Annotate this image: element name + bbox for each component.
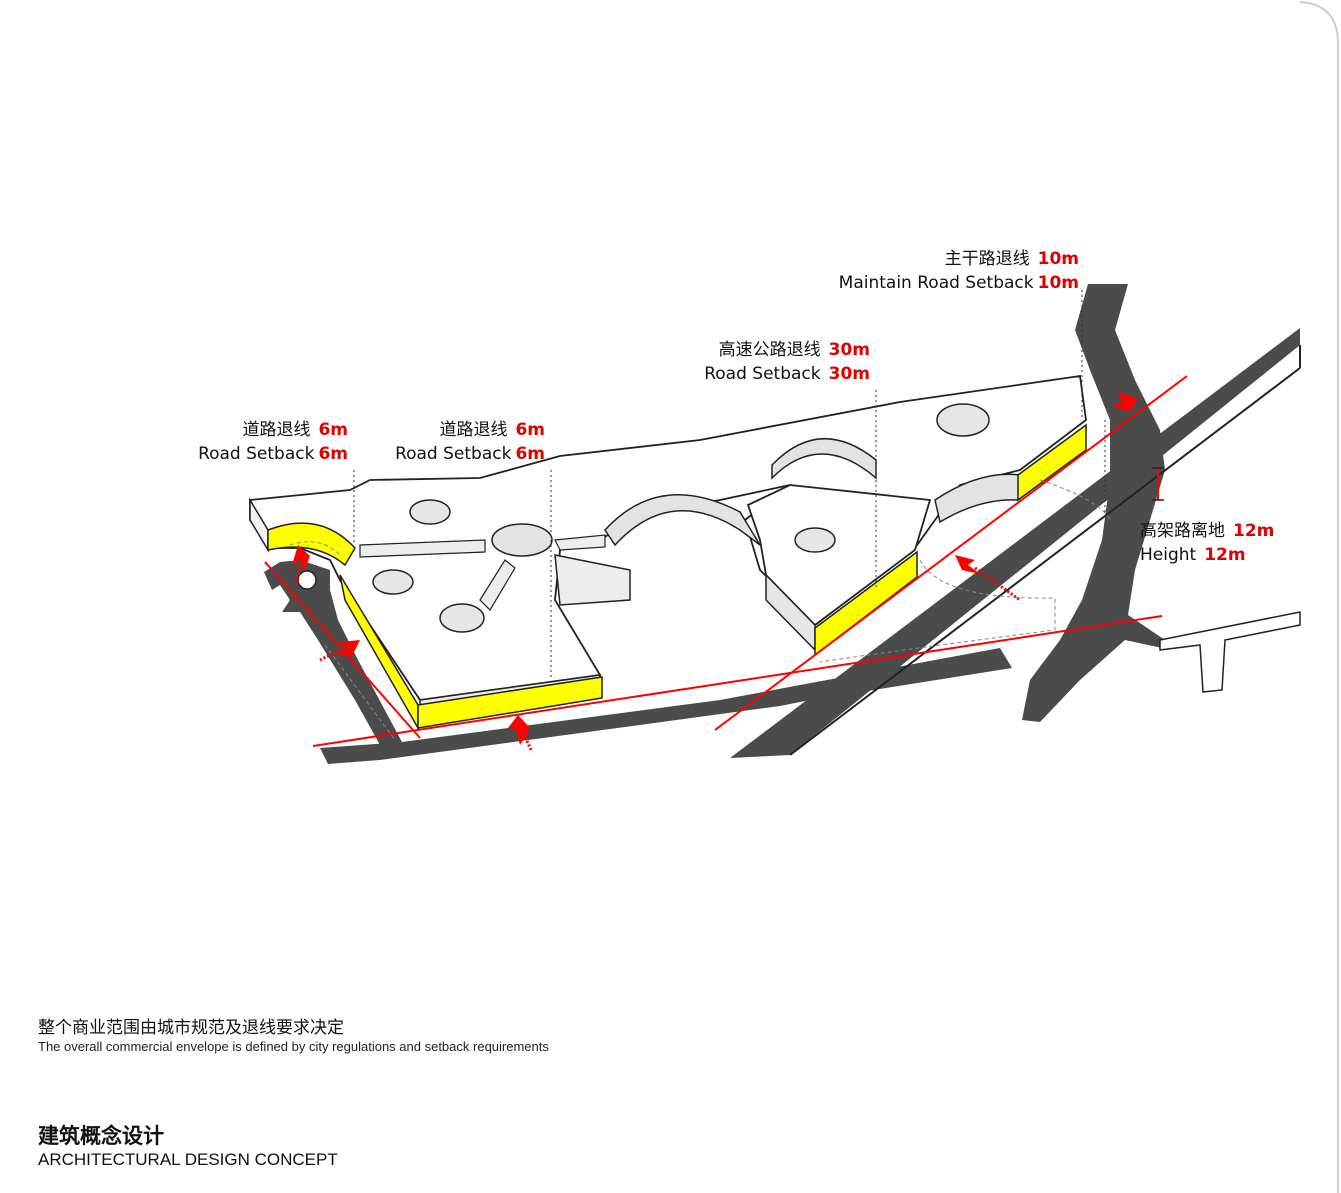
label-value: 12m	[1204, 545, 1246, 565]
main-road-right	[1022, 284, 1165, 722]
label-en: Height	[1140, 545, 1197, 565]
skylight	[794, 527, 836, 553]
label-en: Road Setback	[395, 444, 512, 464]
skylight	[439, 603, 485, 633]
label-cn: 高速公路退线	[718, 340, 821, 360]
elevated-highway	[730, 328, 1300, 758]
elevated-height-label: 高架路离地 12m Height 12m	[1140, 519, 1274, 567]
label-en: Maintain Road Setback	[838, 273, 1034, 293]
page-border	[1299, 1, 1339, 1193]
label-value: 30m	[828, 364, 870, 384]
label-value: 10m	[1037, 249, 1079, 269]
setback-arrow	[292, 392, 1138, 745]
setback-line	[714, 375, 1188, 731]
label-en: Road Setback	[704, 364, 821, 384]
east-road	[1159, 611, 1301, 693]
label-cn: 道路退线	[242, 420, 311, 440]
label-value: 10m	[1037, 273, 1079, 293]
label-value: 6m	[515, 444, 545, 464]
label-value: 6m	[318, 444, 348, 464]
label-value: 6m	[515, 420, 545, 440]
page-title-chinese: 建筑概念设计	[38, 1124, 164, 1148]
label-value: 6m	[318, 420, 348, 440]
label-value: 30m	[828, 340, 870, 360]
label-cn: 高架路离地	[1140, 521, 1225, 541]
label-cn: 主干路退线	[944, 249, 1030, 269]
yellow-setback-face	[267, 522, 356, 567]
page-title-english: ARCHITECTURAL DESIGN CONCEPT	[38, 1150, 338, 1169]
caption-english: The overall commercial envelope is defin…	[38, 1039, 549, 1054]
label-value: 12m	[1233, 521, 1275, 541]
yellow-setback-face	[417, 676, 603, 729]
north-courtyard	[771, 438, 877, 480]
yellow-setback-face	[814, 550, 918, 657]
skylight	[409, 499, 451, 525]
triangle-pavilion	[746, 484, 932, 627]
skylight	[936, 403, 990, 437]
yellow-setback-face	[1017, 423, 1087, 502]
elevated-highway-edge	[789, 367, 1301, 756]
skylight	[372, 569, 414, 595]
bottom-road	[320, 648, 1012, 764]
highway-setback-label: 高速公路退线 30m Road Setback 30m	[704, 338, 870, 386]
label-cn: 道路退线	[439, 420, 508, 440]
setback-line	[312, 615, 1163, 747]
label-en: Road Setback	[198, 444, 315, 464]
left-access-road	[264, 560, 402, 745]
central-courtyard	[604, 494, 761, 547]
caption-chinese: 整个商业范围由城市规范及退线要求决定	[38, 1018, 344, 1038]
